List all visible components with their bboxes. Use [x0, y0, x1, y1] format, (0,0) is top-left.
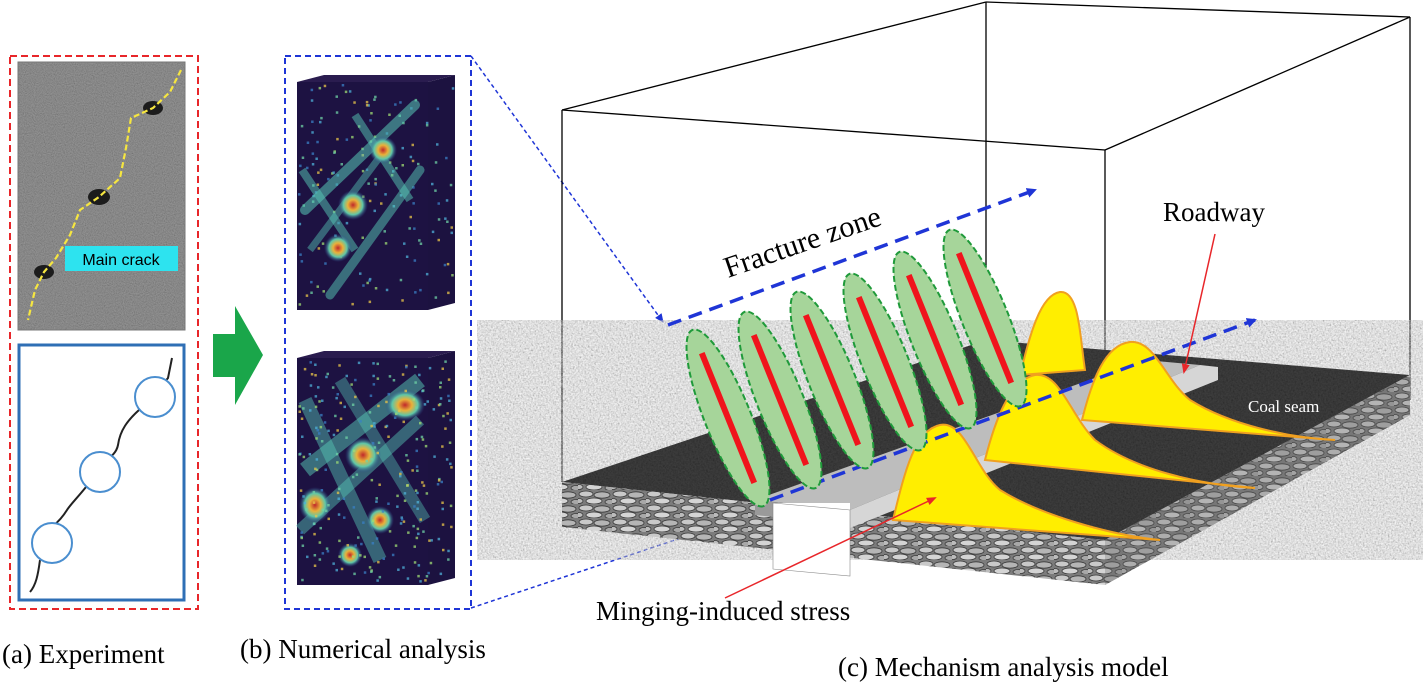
roadway-pointer — [1181, 233, 1216, 374]
stress-pointer — [724, 497, 937, 599]
crack-label: Main crack — [82, 252, 160, 269]
stress-curve-back-left — [1018, 290, 1087, 377]
stress-curve-left-front — [891, 423, 1161, 541]
crack-trace — [26, 69, 182, 321]
fracture-zone-label: Fracture zone — [720, 200, 886, 285]
numerical-dashed-frame — [284, 55, 472, 610]
panel-mechanism: Fracture zone Roadway Coal seam Minging-… — [561, 1, 1411, 682]
schematic-hole-bottom — [31, 522, 73, 564]
zoom-guide-bottom — [470, 529, 706, 609]
fracture-zone-lower-arrow — [769, 318, 1257, 502]
schematic-hole-middle — [79, 451, 121, 493]
fracture-ellipse-4 — [842, 272, 928, 452]
fracture-ellipses — [685, 228, 1028, 508]
caption-mechanism: (c) Mechanism analysis model — [838, 652, 1169, 682]
green-arrow-icon — [213, 306, 263, 405]
coal-seam-label: Coal seam — [1248, 397, 1319, 416]
simulation-block-top — [297, 75, 455, 310]
caption-numerical: (b) Numerical analysis — [240, 634, 486, 664]
stress-distribution — [891, 290, 1336, 541]
fracture-ellipse-2 — [737, 310, 823, 490]
fracture-ellipse-6 — [942, 228, 1028, 408]
simulation-block-bottom — [295, 351, 455, 585]
stress-label: Minging-induced stress — [596, 596, 850, 626]
zoom-guide-top — [470, 55, 664, 323]
stress-curve-right-back — [1080, 340, 1336, 441]
fracture-ellipse-1 — [685, 328, 771, 508]
borehole-middle — [88, 189, 110, 205]
crack-label-box — [65, 246, 178, 271]
roadway-label: Roadway — [1163, 197, 1265, 227]
caption-experiment: (a) Experiment — [2, 639, 165, 669]
panel-numerical: (b) Numerical analysis — [240, 55, 486, 664]
schematic-hole-top — [134, 376, 176, 418]
fracture-ellipse-3 — [789, 290, 875, 470]
panel-experiment: Main crack (a) Experiment — [2, 55, 199, 669]
fracture-ellipse-5 — [892, 250, 978, 430]
experiment-dashed-frame — [9, 55, 199, 610]
